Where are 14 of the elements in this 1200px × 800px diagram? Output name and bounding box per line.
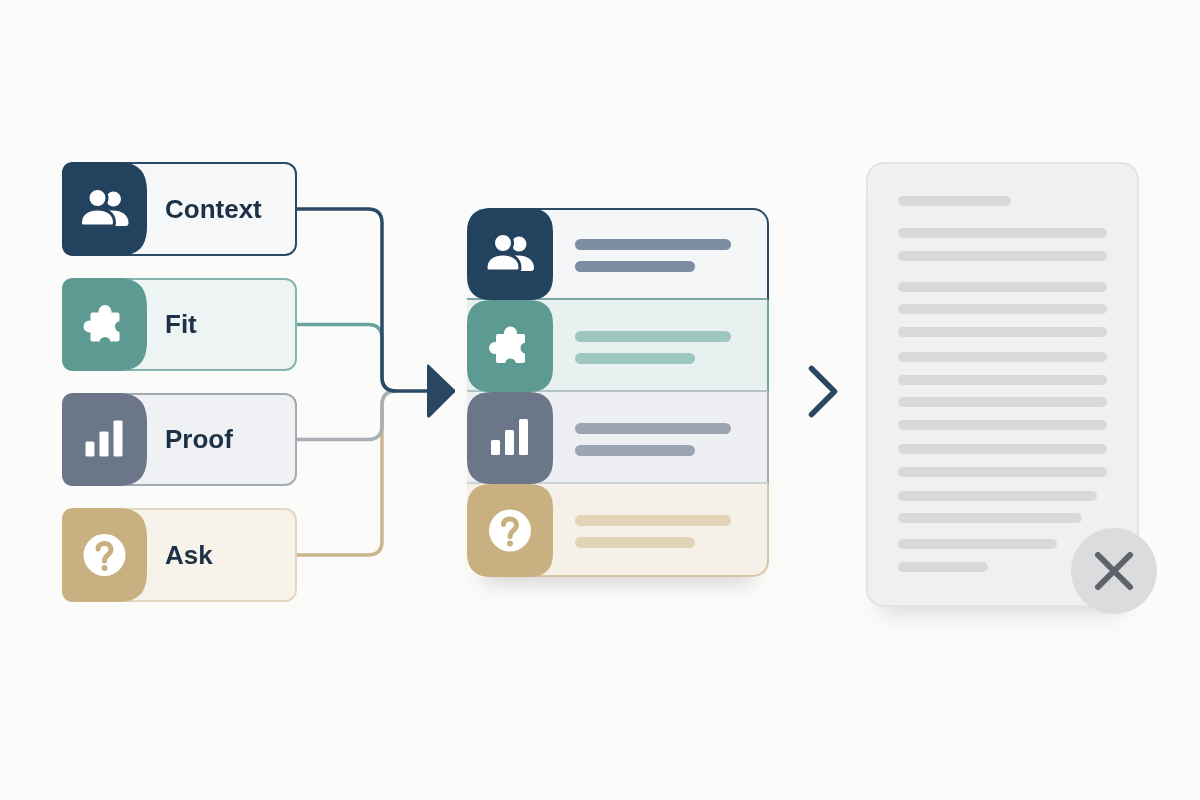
- category-card: [62, 162, 297, 256]
- card-label: Proof: [165, 424, 233, 455]
- stacked-list-panel: [467, 208, 769, 577]
- category-card: [62, 508, 297, 602]
- document-page: [866, 162, 1139, 607]
- list-row: [467, 484, 769, 577]
- card-label: Context: [165, 193, 262, 225]
- list-row: [467, 208, 769, 300]
- list-row: [467, 300, 769, 392]
- card-label: Fit: [165, 309, 197, 340]
- list-row: [467, 392, 769, 484]
- card-label: Ask: [165, 539, 213, 571]
- category-card: [62, 278, 297, 371]
- category-card: [62, 393, 297, 486]
